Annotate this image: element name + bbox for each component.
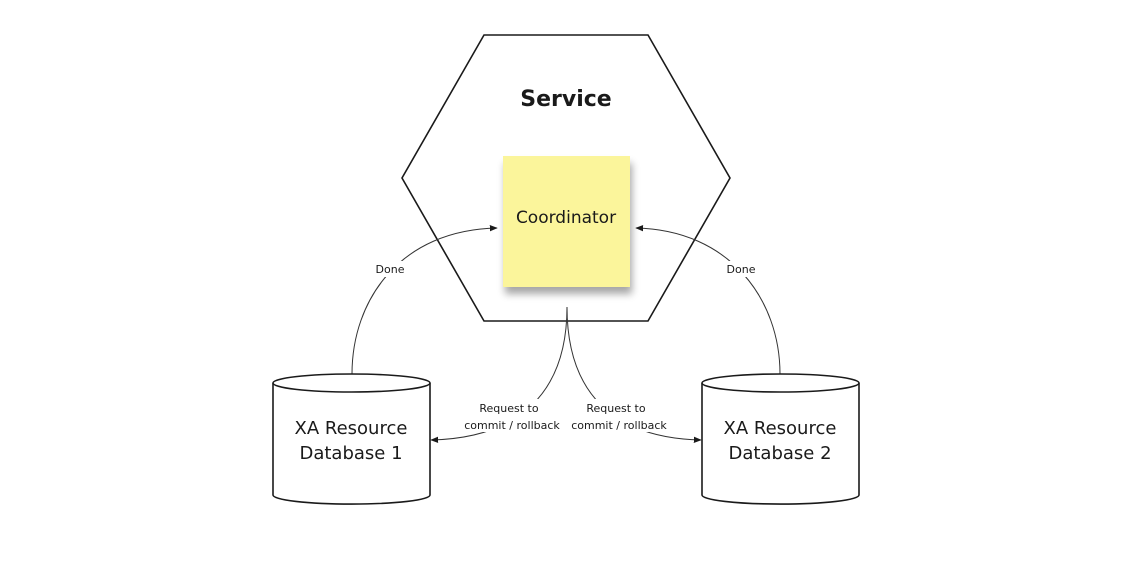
coordinator-label: Coordinator: [516, 208, 616, 228]
database-2-label-line1: XA Resource: [724, 418, 837, 439]
database-1-label-line2: Database 1: [299, 443, 402, 464]
coordinator-note: [503, 156, 630, 287]
edge-label-request-left-line1: Request to: [479, 402, 538, 415]
edge-label-request-right-line2: commit / rollback: [571, 419, 667, 432]
database-2-label-line2: Database 2: [728, 443, 831, 464]
edge-label-request-right-line1: Request to: [586, 402, 645, 415]
edge-label-done-left: Done: [376, 263, 405, 276]
edge-label-request-left-line2: commit / rollback: [464, 419, 560, 432]
service-title: Service: [520, 87, 611, 112]
database-1-label-line1: XA Resource: [295, 418, 408, 439]
database-1-cylinder: [272, 373, 431, 505]
edge-label-done-right: Done: [727, 263, 756, 276]
database-2-cylinder: [701, 373, 860, 505]
